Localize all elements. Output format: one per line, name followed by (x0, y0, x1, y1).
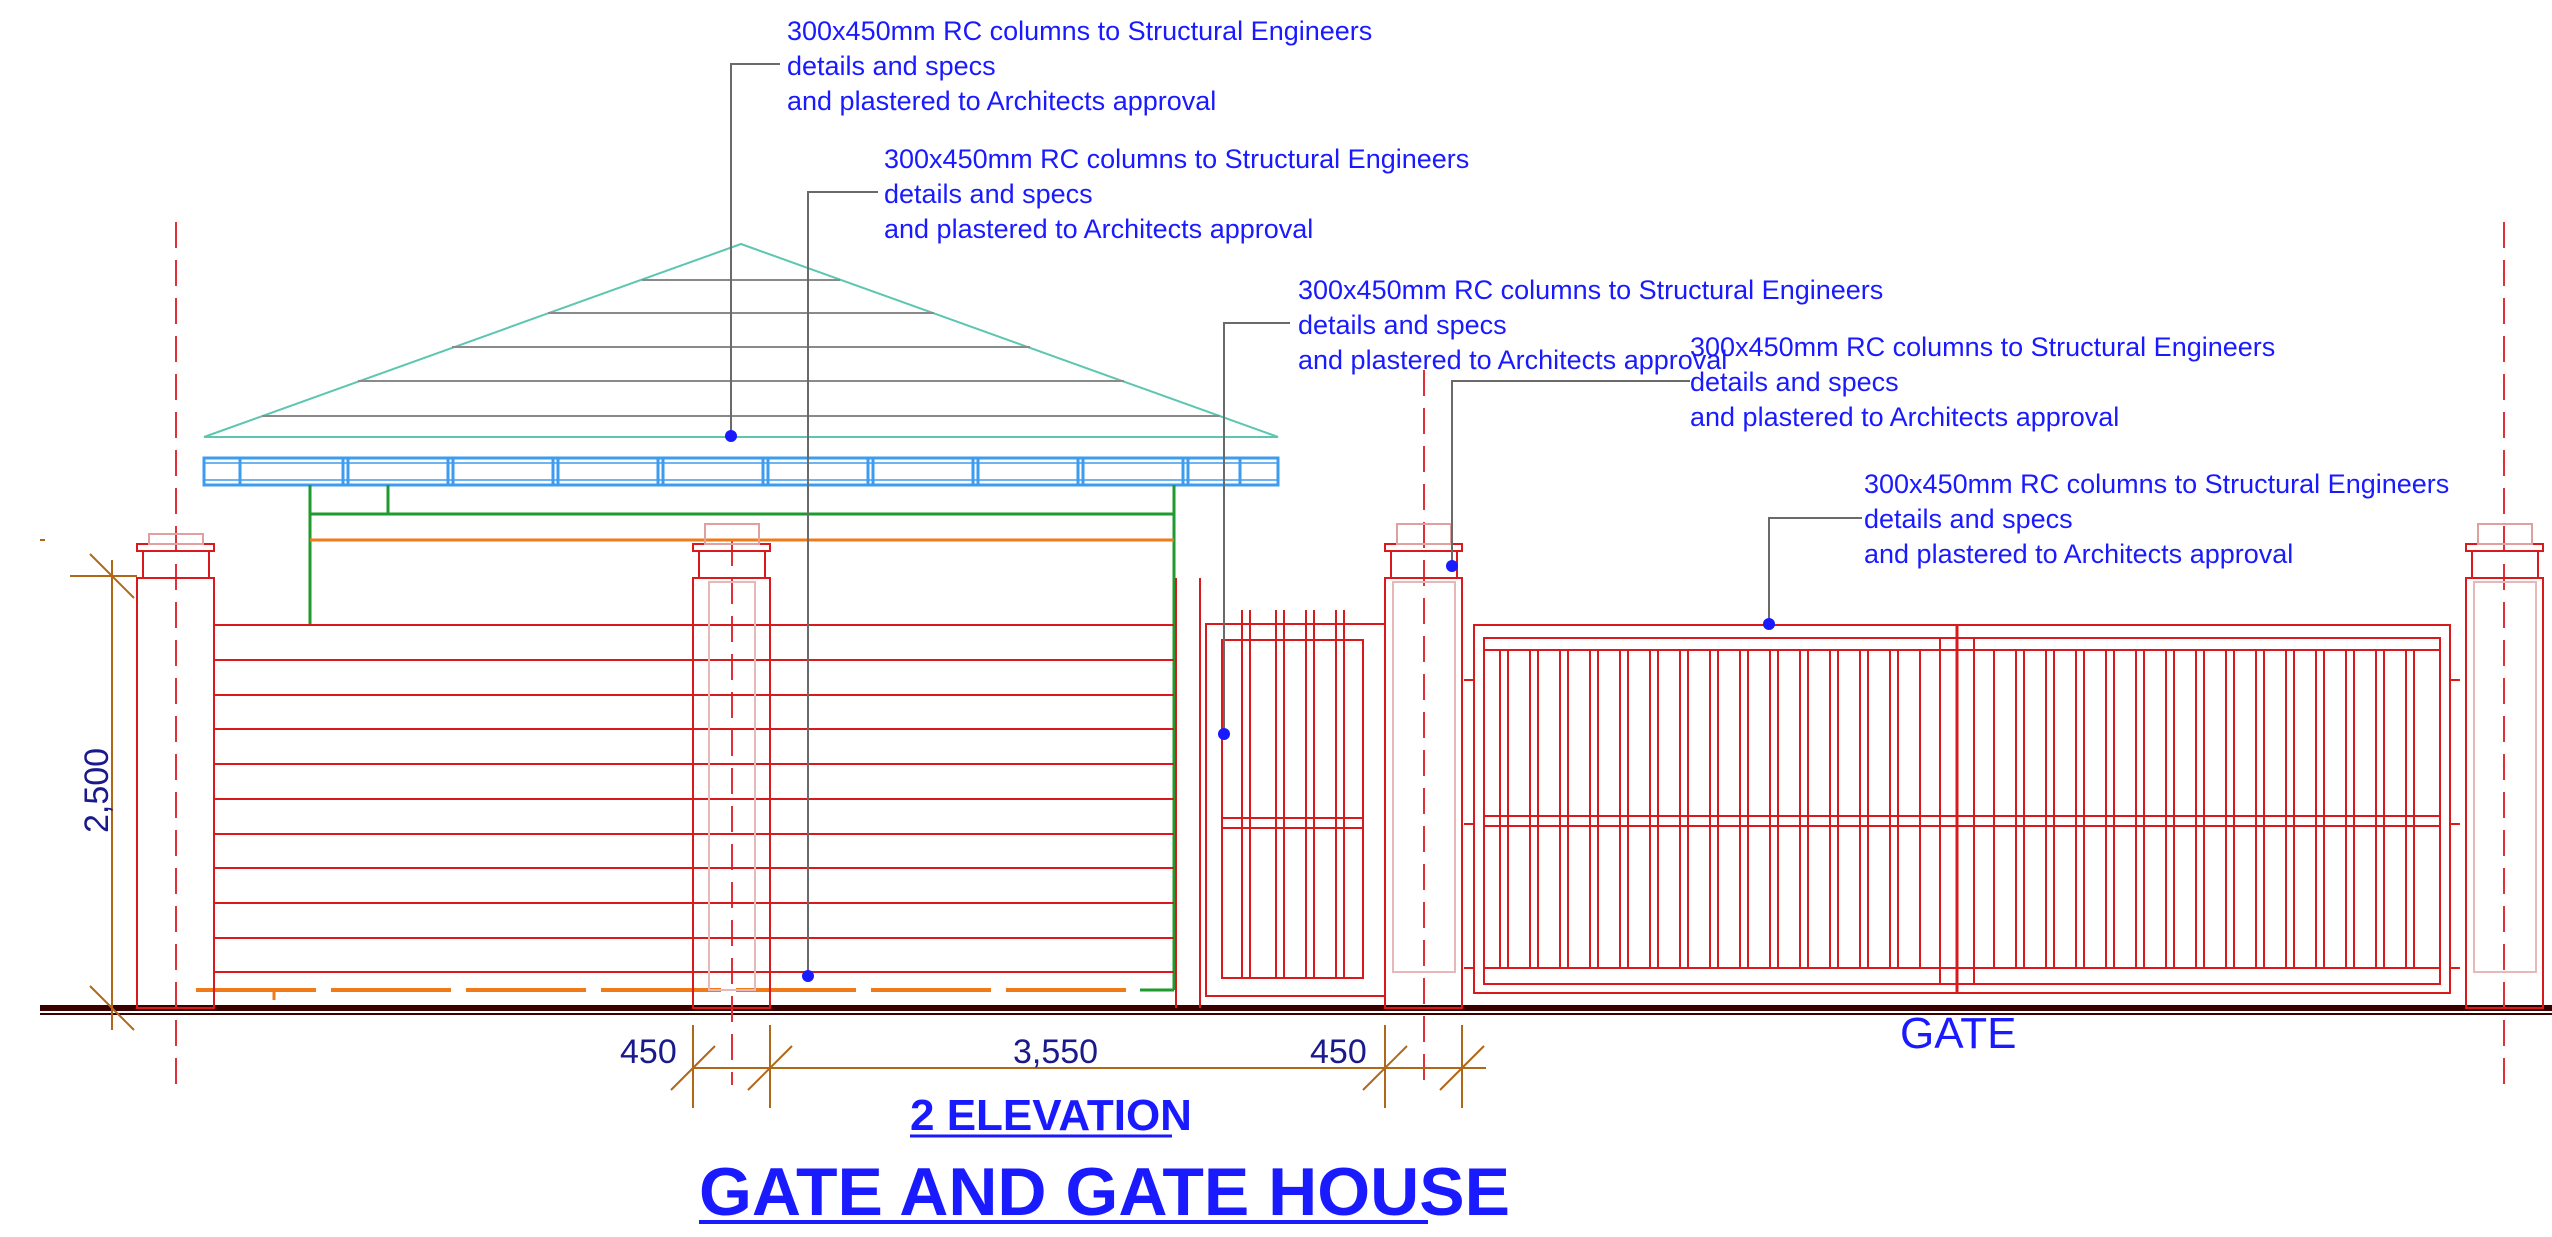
dimension-span-label: 3,550 (1013, 1033, 1098, 1071)
main-gate-bars (1499, 650, 2415, 968)
gatehouse-wall (214, 578, 1201, 1008)
pedestrian-gate (1205, 610, 1386, 997)
annotation-1: 300x450mm RC columns to Structural Engin… (787, 16, 1372, 116)
annotation-4-line3: and plastered to Architects approval (1690, 402, 2119, 432)
drawing-subtitle: 2 ELEVATION (910, 1091, 1192, 1140)
annotation-5-line3: and plastered to Architects approval (1864, 539, 2293, 569)
centre-lines (175, 222, 2505, 1085)
dimension-column-right-label: 450 (1310, 1033, 1367, 1071)
leader-dots (725, 430, 1775, 982)
annotation-1-line3: and plastered to Architects approval (787, 86, 1216, 116)
annotation-2-line1: 300x450mm RC columns to Structural Engin… (884, 144, 1469, 174)
column-right (2465, 523, 2544, 1009)
annotation-3-line3: and plastered to Architects approval (1298, 345, 1727, 375)
annotation-2: 300x450mm RC columns to Structural Engin… (884, 144, 1469, 244)
ground-line (40, 1005, 2552, 1015)
dimension-height-label: 2,500 (78, 748, 116, 833)
annotation-4: 300x450mm RC columns to Structural Engin… (1690, 332, 2275, 432)
main-gate (1464, 624, 2460, 994)
roof-fascia (202, 456, 1280, 487)
annotation-2-line2: details and specs (884, 179, 1093, 209)
annotation-5: 300x450mm RC columns to Structural Engin… (1864, 469, 2449, 569)
drawing-title: GATE AND GATE HOUSE (699, 1154, 1510, 1230)
annotation-3-line1: 300x450mm RC columns to Structural Engin… (1298, 275, 1883, 305)
gate-label: GATE (1900, 1009, 2017, 1058)
annotation-1-line2: details and specs (787, 51, 996, 81)
column-centre (692, 523, 771, 1009)
annotation-5-line1: 300x450mm RC columns to Structural Engin… (1864, 469, 2449, 499)
annotation-4-line1: 300x450mm RC columns to Structural Engin… (1690, 332, 2275, 362)
annotation-1-line1: 300x450mm RC columns to Structural Engin… (787, 16, 1372, 46)
annotation-3: 300x450mm RC columns to Structural Engin… (1298, 275, 1883, 375)
annotation-4-line2: details and specs (1690, 367, 1899, 397)
annotation-leaders (730, 63, 1862, 976)
height-dimension (40, 539, 137, 1031)
gatehouse-frame (308, 485, 1176, 992)
column-left (136, 533, 215, 1009)
dimension-column-left-label: 450 (620, 1033, 677, 1071)
gatehouse-roof (203, 242, 1279, 438)
width-dimensions (670, 1025, 1486, 1108)
annotation-5-line2: details and specs (1864, 504, 2073, 534)
annotation-3-line2: details and specs (1298, 310, 1507, 340)
annotation-2-line3: and plastered to Architects approval (884, 214, 1313, 244)
